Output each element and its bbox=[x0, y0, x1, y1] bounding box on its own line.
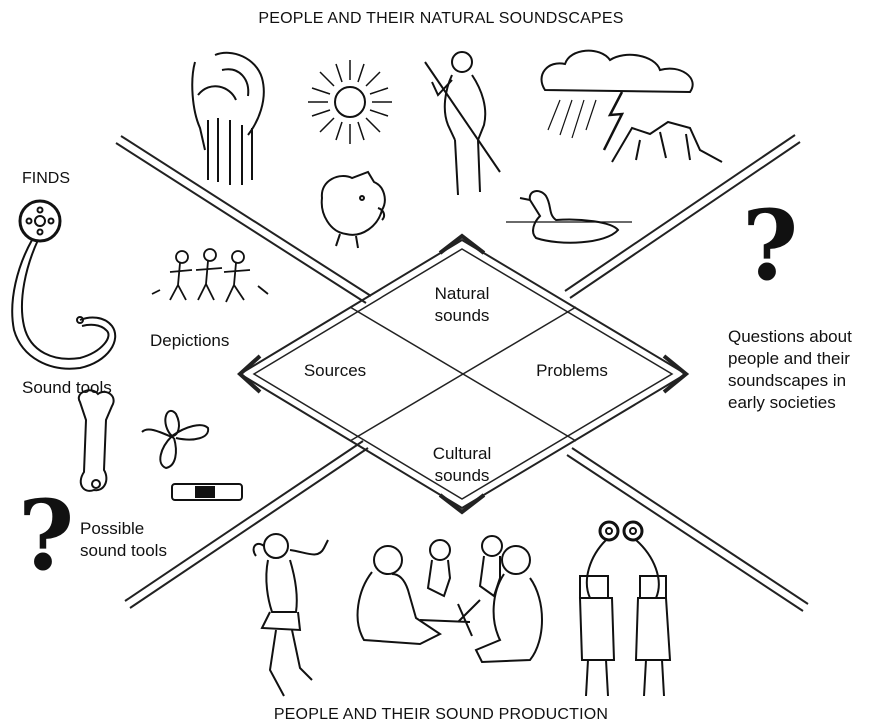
rock-art-figures-icon bbox=[151, 248, 269, 303]
central-diamond bbox=[237, 233, 690, 515]
questions-line-3: soundscapes in bbox=[728, 371, 847, 390]
question-mark-icon-right: ? bbox=[742, 189, 799, 302]
natural-sounds-label: Natural sounds bbox=[412, 283, 512, 327]
bone-flute-icon bbox=[77, 389, 115, 492]
possible-sound-tools-line-2: sound tools bbox=[80, 541, 167, 560]
sources-label: Sources bbox=[303, 361, 367, 380]
question-mark-icon-left: ? bbox=[18, 479, 75, 592]
boar-icon bbox=[320, 170, 386, 249]
questions-line-2: people and their bbox=[728, 349, 850, 368]
bullroarer-icon bbox=[141, 409, 210, 470]
hunter-with-spear-icon bbox=[424, 51, 501, 196]
questions-label: Questions about people and their soundsc… bbox=[728, 326, 852, 414]
depictions-label: Depictions bbox=[150, 331, 230, 350]
questions-line-4: early societies bbox=[728, 393, 836, 412]
seated-group-icon bbox=[356, 535, 543, 664]
natural-sounds-line-1: Natural bbox=[434, 284, 490, 303]
possible-sound-tools-line-1: Possible bbox=[80, 519, 145, 538]
top-title: PEOPLE AND THEIR NATURAL SOUNDSCAPES bbox=[258, 10, 624, 27]
possible-sound-tools-label: Possible sound tools bbox=[80, 518, 167, 562]
whistle-icon bbox=[171, 483, 243, 501]
cultural-sounds-line-1: Cultural bbox=[432, 444, 492, 463]
bird-icon bbox=[506, 190, 632, 244]
dancer-icon bbox=[252, 533, 329, 697]
problems-label: Problems bbox=[536, 361, 608, 380]
bottom-title: PEOPLE AND THEIR SOUND PRODUCTION bbox=[273, 706, 609, 723]
sun-icon bbox=[308, 60, 392, 144]
cultural-sounds-label: Cultural sounds bbox=[412, 443, 512, 487]
cultural-sounds-line-2: sounds bbox=[434, 466, 490, 485]
lur-horn-icon bbox=[11, 199, 117, 370]
finds-label: FINDS bbox=[22, 170, 70, 187]
trees-icon bbox=[191, 51, 265, 185]
musicians-with-horns-icon bbox=[578, 520, 672, 697]
sound-tools-label: Sound tools bbox=[22, 378, 112, 397]
natural-sounds-line-2: sounds bbox=[434, 306, 490, 325]
questions-line-1: Questions about bbox=[728, 327, 852, 346]
storm-cloud-icon bbox=[540, 49, 723, 163]
x-divider-lines bbox=[115, 134, 809, 612]
